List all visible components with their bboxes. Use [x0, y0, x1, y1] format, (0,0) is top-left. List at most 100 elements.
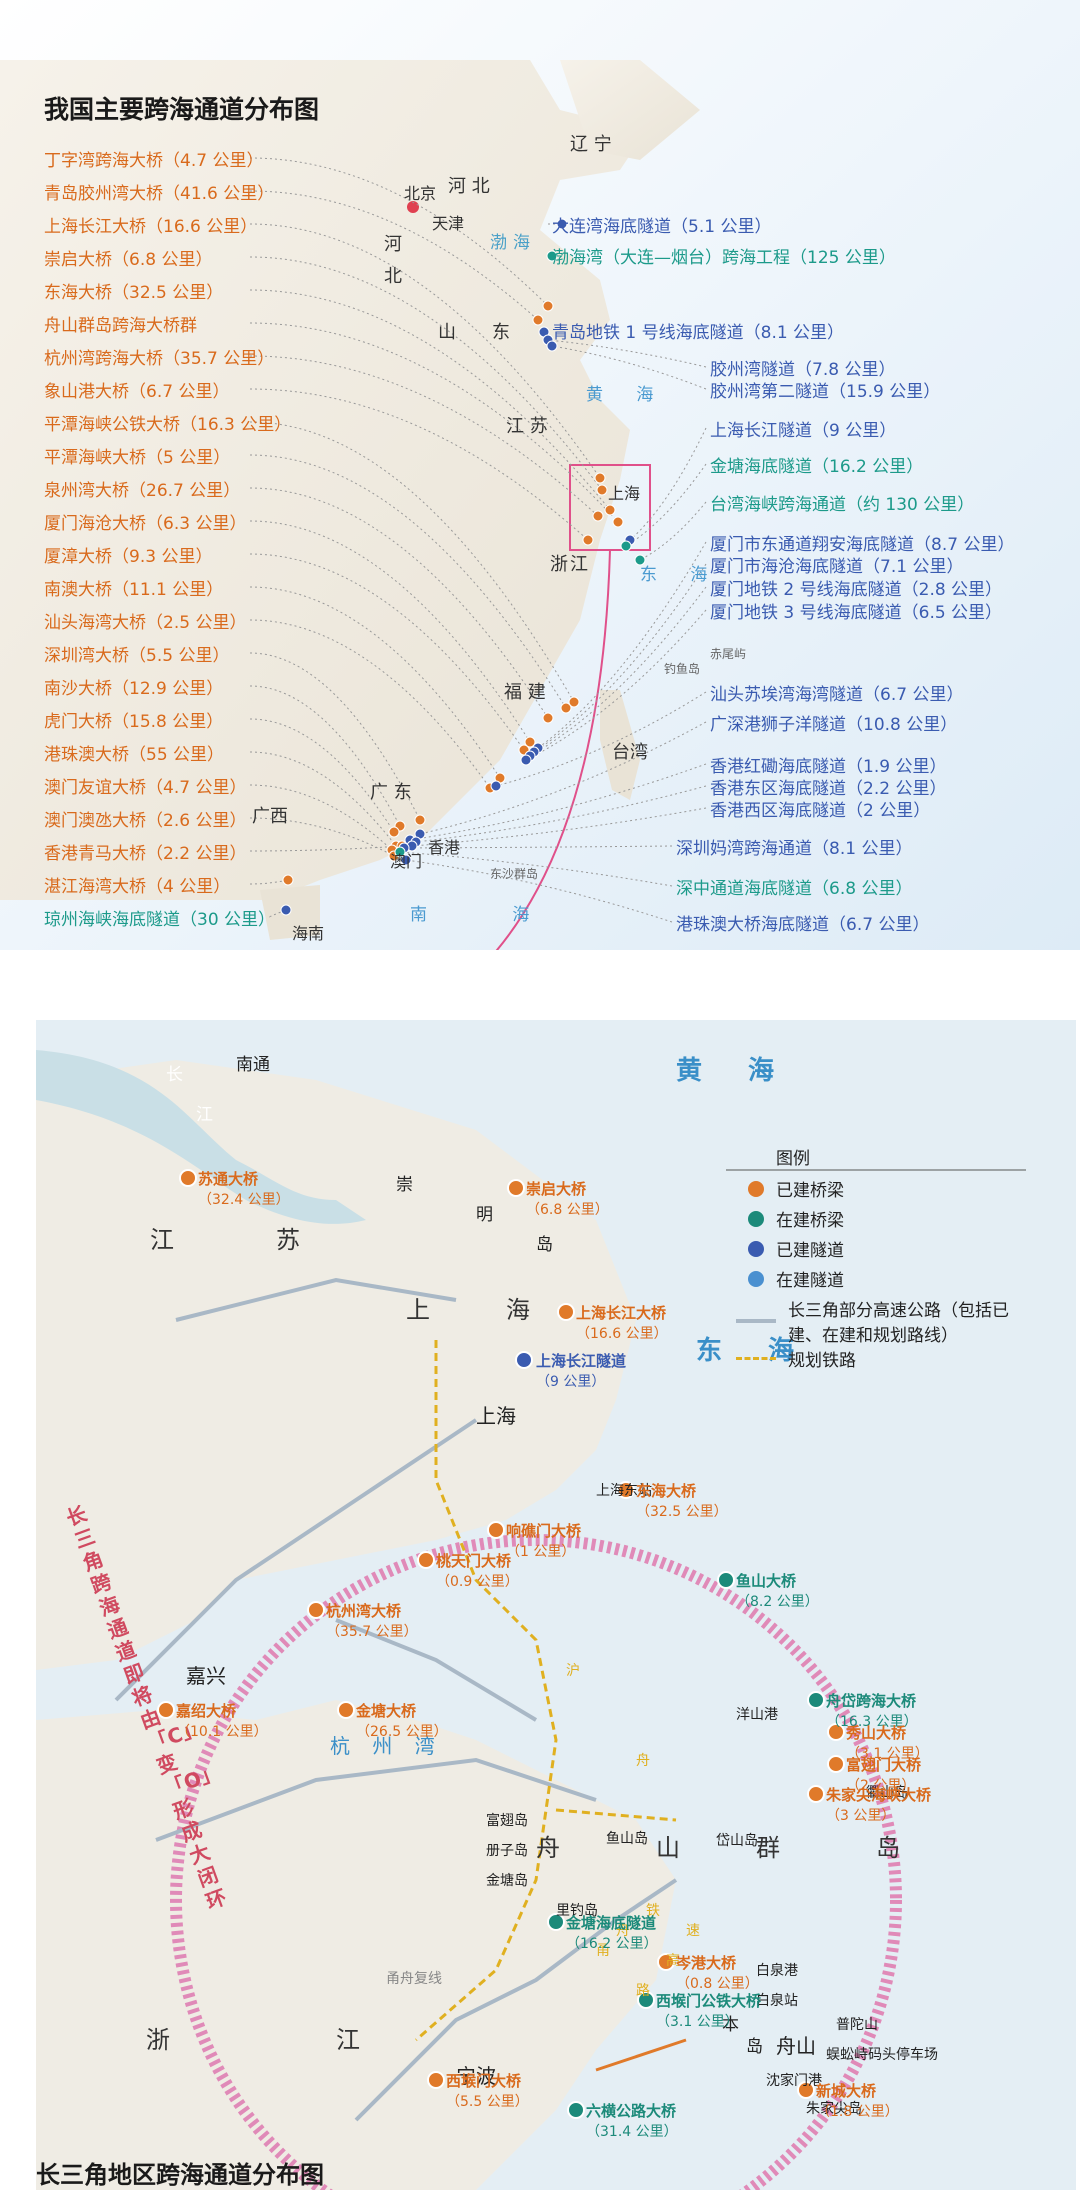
zhejiang-land	[36, 1700, 676, 2190]
region-label: 群	[756, 1834, 780, 1862]
channel-name: 嘉绍大桥	[176, 1702, 237, 1720]
site-markers	[280, 218, 646, 916]
beijing-star-icon	[407, 201, 419, 213]
river-label: 江	[196, 1105, 213, 1125]
site-marker	[280, 904, 292, 916]
leader-line	[249, 586, 501, 779]
island-label: 富翅岛	[486, 1813, 528, 1829]
channel-name: 西堠门公铁大桥	[656, 1992, 762, 2010]
legend-item: 已建桥梁	[736, 1176, 844, 1201]
channel-label: 朱家尖海峡大桥（3 公里）	[826, 1784, 931, 1825]
channel-marker	[617, 1481, 635, 1499]
city-label: 沈家门港	[766, 2073, 822, 2089]
leader-line	[249, 289, 611, 511]
rail-label: 高	[666, 1953, 680, 1969]
city-label: 上海东站	[596, 1483, 652, 1499]
rail-label: 舟	[616, 1923, 630, 1939]
island-label: 册子岛	[486, 1843, 528, 1859]
highways	[114, 1277, 678, 2122]
island-label: 普陀山	[836, 2017, 878, 2033]
legend-swatch-icon	[736, 1357, 776, 1360]
channel-marker	[487, 1521, 505, 1539]
leader-line	[525, 609, 707, 761]
region-label: 舟	[536, 1834, 560, 1862]
city-label: 南通	[236, 1055, 270, 1075]
bridge-segment	[595, 2038, 687, 2072]
left-channel-label: 崇启大桥（6.8 公里）	[44, 250, 213, 270]
channel-label: 响礁门大桥（1 公里）	[506, 1520, 581, 1561]
leader-line	[537, 541, 707, 749]
channel-label: 六横公路大桥（31.4 公里）	[586, 2100, 678, 2141]
channel-marker	[515, 1351, 533, 1369]
leader-line	[249, 388, 589, 541]
right-channel-label: 厦门市海沧海底隧道（7.1 公里）	[710, 557, 964, 577]
region-label: 海	[506, 1296, 530, 1324]
site-marker	[568, 696, 580, 708]
site-marker	[560, 702, 572, 714]
place-label: 浙	[550, 554, 568, 575]
channel-label: 桃天门大桥（0.9 公里）	[436, 1550, 519, 1591]
rail-label: 甬舟复线	[386, 1971, 442, 1987]
site-marker	[542, 300, 554, 312]
left-channel-label: 湛江海湾大桥（4 公里）	[44, 877, 231, 897]
right-channel-label: 香港西区海底隧道（2 公里）	[710, 801, 931, 821]
leader-line	[249, 619, 491, 789]
leader-line	[249, 817, 395, 857]
channel-name: 朱家尖海峡大桥	[826, 1786, 932, 1804]
site-marker	[620, 540, 632, 552]
site-marker	[282, 874, 294, 886]
channel-length: （32.5 公里）	[636, 1504, 728, 1520]
left-channel-label: 虎门大桥（15.8 公里）	[44, 712, 224, 732]
island-label: 朱家尖岛	[806, 2101, 862, 2117]
legend-item: 在建桥梁	[736, 1206, 844, 1231]
legend-label: 已建隧道	[776, 1241, 844, 1261]
place-label: 钓鱼岛	[664, 662, 701, 676]
channel-marker	[307, 1601, 325, 1619]
region-label: 江	[336, 2026, 360, 2054]
leader-line	[409, 763, 707, 841]
channel-length: （26.5 公里）	[356, 1724, 448, 1740]
legend-item: 在建隧道	[736, 1266, 844, 1291]
place-label: 江	[570, 554, 588, 575]
channel-length: （16.2 公里）	[566, 1936, 658, 1952]
island-label: 衢山岛	[866, 1785, 908, 1801]
site-marker	[542, 712, 554, 724]
channel-marker	[507, 1179, 525, 1197]
right-channel-label: 上海长江隧道（9 公里）	[710, 421, 897, 441]
channel-label: 新城大桥（1.8 公里）	[816, 2080, 899, 2121]
channel-marker	[637, 1991, 655, 2009]
right-channel-label: 台湾海峡跨海通道（约 130 公里）	[710, 495, 975, 515]
leader-line	[269, 909, 287, 918]
channel-name: 崇启大桥	[526, 1180, 587, 1198]
left-channel-label: 丁字湾跨海大桥（4.7 公里）	[44, 151, 264, 171]
right-channel-label: 青岛地铁 1 号线海底隧道（8.1 公里）	[552, 323, 845, 343]
region-label: 山	[656, 1834, 680, 1862]
leader-line	[399, 851, 673, 887]
channel-length: （2 公里）	[846, 1778, 916, 1794]
left-channel-label: 香港青马大桥（2.2 公里）	[44, 844, 247, 864]
site-marker	[546, 250, 558, 262]
channel-marker	[567, 2101, 585, 2119]
place-label: 河 北	[448, 176, 490, 197]
island-label: 里钓岛	[556, 1903, 598, 1919]
region-label: 岛	[536, 1235, 553, 1255]
legend-swatch-icon	[736, 1319, 776, 1323]
site-marker	[400, 854, 412, 866]
yangtze-river	[36, 1050, 366, 1224]
channel-length: （1 公里）	[506, 1544, 576, 1560]
left-channel-label: 青岛胶州湾大桥（41.6 公里）	[44, 184, 275, 204]
city-label: 上海	[476, 1404, 516, 1428]
channel-name: 杭州湾大桥	[326, 1602, 402, 1620]
right-channel-label: 香港东区海底隧道（2.2 公里）	[710, 779, 947, 799]
region-label: 杭 州 湾	[330, 1734, 443, 1758]
channel-length: （16.6 公里）	[576, 1326, 668, 1342]
place-label: 台湾	[612, 742, 648, 763]
channel-length: （0.9 公里）	[436, 1574, 519, 1590]
leader-line	[249, 454, 567, 709]
left-channel-label: 澳门友谊大桥（4.7 公里）	[44, 778, 247, 798]
place-label: 河	[384, 234, 402, 255]
channel-marker	[827, 1723, 845, 1741]
place-label: 北京	[404, 184, 437, 203]
leader-line	[249, 322, 619, 523]
legend-label: 在建隧道	[776, 1271, 844, 1291]
